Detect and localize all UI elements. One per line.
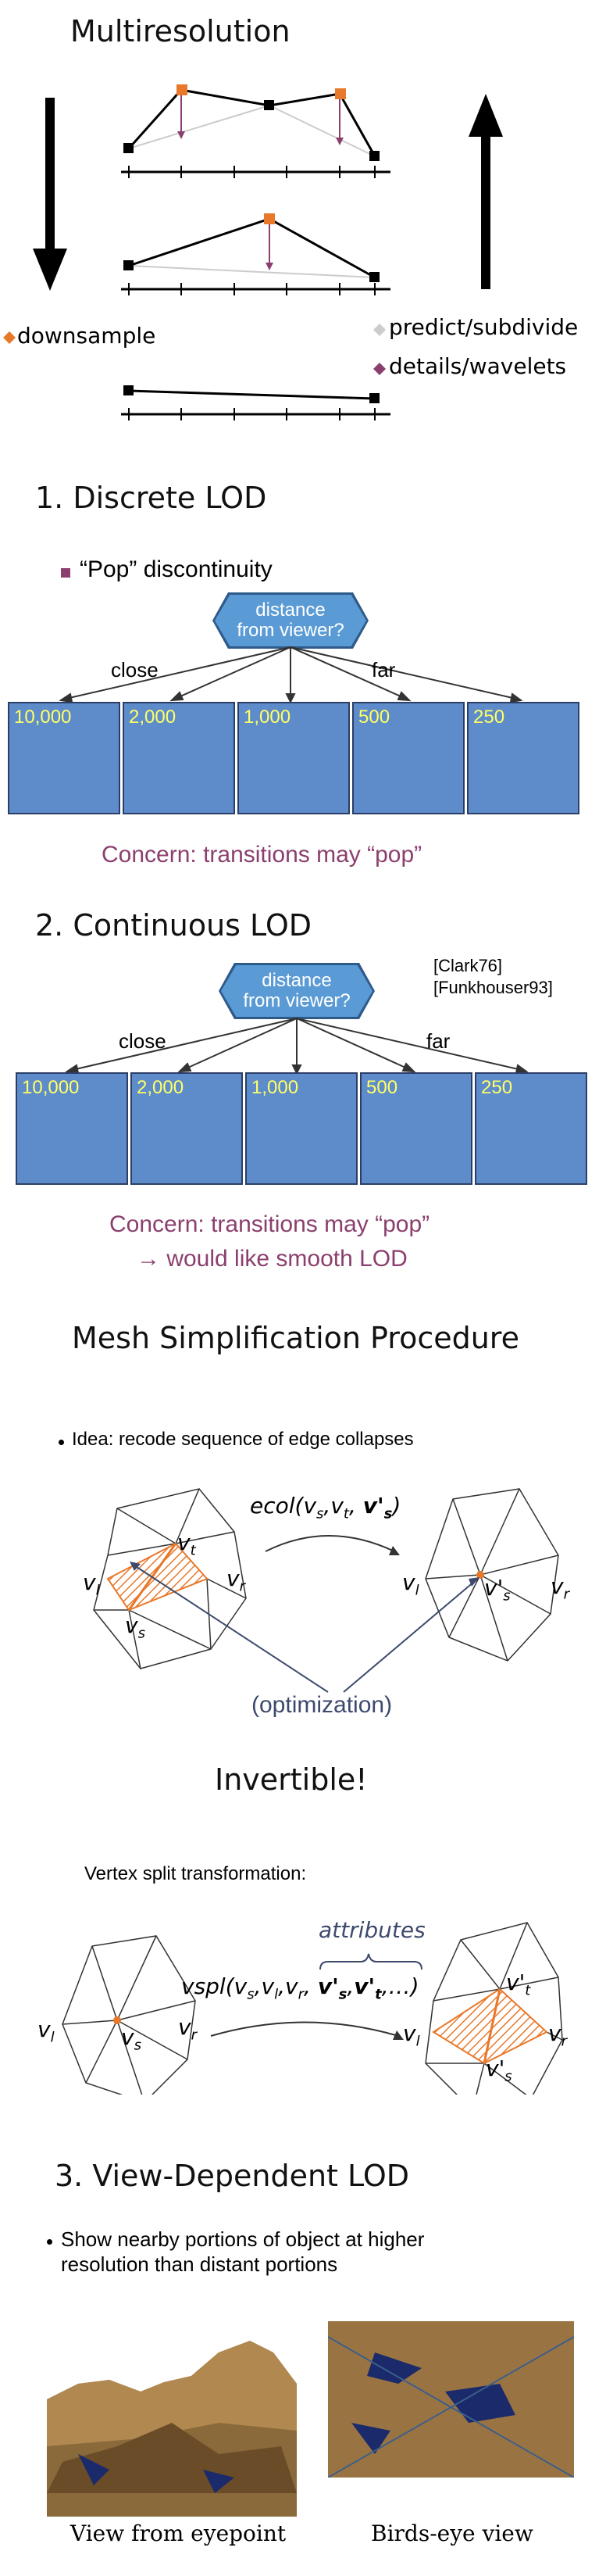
label-vl-right: vl — [403, 2020, 420, 2050]
smooth-lod-note: → would like smooth LOD — [137, 1246, 408, 1272]
label-vr: vr — [178, 2014, 197, 2044]
discrete-title: 1. Discrete LOD — [35, 481, 267, 515]
close-label: close — [111, 658, 159, 682]
vspl-formula: vspl(vs,vl,vr, v's,v't,…) — [181, 1973, 419, 2003]
label-vl: vl — [83, 1569, 100, 1599]
label-vr: vr — [226, 1565, 245, 1595]
lod-thumb: 1,000 — [245, 1072, 358, 1185]
continuous-title: 2. Continuous LOD — [35, 908, 312, 943]
far-label: far — [426, 1029, 451, 1053]
terrain-eyepoint-image — [47, 2337, 297, 2517]
reference-clark: [Clark76] — [433, 956, 503, 975]
viewdep-title: 3. View-Dependent LOD — [55, 2159, 409, 2193]
lod-thumb: 500 — [360, 1072, 472, 1185]
continuous-concern: Concern: transitions may “pop” — [109, 1211, 430, 1237]
continuous-arrows — [65, 1018, 529, 1075]
mesh-title: Mesh Simplification Procedure — [72, 1321, 519, 1355]
reference-funkhouser: [Funkhouser93] — [433, 978, 553, 997]
distance-hexagon: distance from viewer? — [215, 595, 366, 646]
viewdep-bullet-line1: Show nearby portions of object at higher — [61, 2227, 425, 2251]
ecol-formula: ecol(vs,vt, v's) — [250, 1493, 401, 1522]
lod-thumb: 1,000 — [237, 702, 350, 814]
legend-details: details/wavelets — [389, 353, 567, 379]
discrete-arrows — [59, 646, 523, 703]
caption-birdseye: Birds-eye view — [371, 2521, 533, 2546]
label-vl: vl — [37, 2016, 55, 2046]
label-vr-right: vr — [551, 1573, 569, 1603]
bullet-square — [61, 568, 70, 578]
vertex-split-caption: Vertex split transformation: — [84, 1863, 307, 1884]
lod-thumb: 250 — [475, 1072, 587, 1185]
label-vs: vs — [125, 1612, 145, 1642]
viewdep-bullet-line2: resolution than distant portions — [61, 2252, 338, 2276]
lod-thumb: 250 — [467, 702, 579, 814]
lod-thumb: 10,000 — [8, 702, 120, 814]
lod-thumb: 2,000 — [123, 702, 235, 814]
label-vl-right: vl — [402, 1569, 419, 1599]
attributes-label: attributes — [319, 1917, 426, 1943]
label-vs-prime: v's — [484, 1575, 511, 1605]
invertible-title: Invertible! — [215, 1762, 368, 1797]
discrete-bullet: “Pop” discontinuity — [80, 556, 273, 582]
close-label: close — [119, 1029, 166, 1053]
label-vs-prime: v's — [486, 2055, 512, 2085]
lod-thumb: 2,000 — [130, 1072, 243, 1185]
label-vr-right: vr — [548, 2020, 567, 2050]
lod-thumb: 500 — [352, 702, 465, 814]
legend-downsample: downsample — [17, 323, 156, 349]
multires-diagram — [3, 84, 503, 420]
multires-title: Multiresolution — [70, 14, 291, 48]
terrain-birdseye-image — [328, 2321, 574, 2478]
label-vt: vt — [177, 1530, 196, 1559]
far-label: far — [372, 658, 396, 682]
label-vt-prime: v't — [506, 1970, 531, 1999]
mesh-bullet: Idea: recode sequence of edge collapses — [72, 1429, 414, 1450]
optimization-label: (optimization) — [251, 1692, 393, 1718]
vertex-split-diagram — [62, 1922, 563, 2095]
distance-hexagon: distance from viewer? — [221, 965, 373, 1017]
caption-eyepoint: View from eyepoint — [70, 2521, 287, 2546]
legend-predict: predict/subdivide — [389, 314, 579, 340]
bullet-dot — [59, 1440, 64, 1445]
label-vs: vs — [121, 2024, 141, 2054]
discrete-concern: Concern: transitions may “pop” — [102, 842, 422, 868]
edge-collapse-diagram — [93, 1488, 559, 1693]
bullet-dot — [47, 2239, 52, 2245]
lod-thumb: 10,000 — [16, 1072, 128, 1185]
